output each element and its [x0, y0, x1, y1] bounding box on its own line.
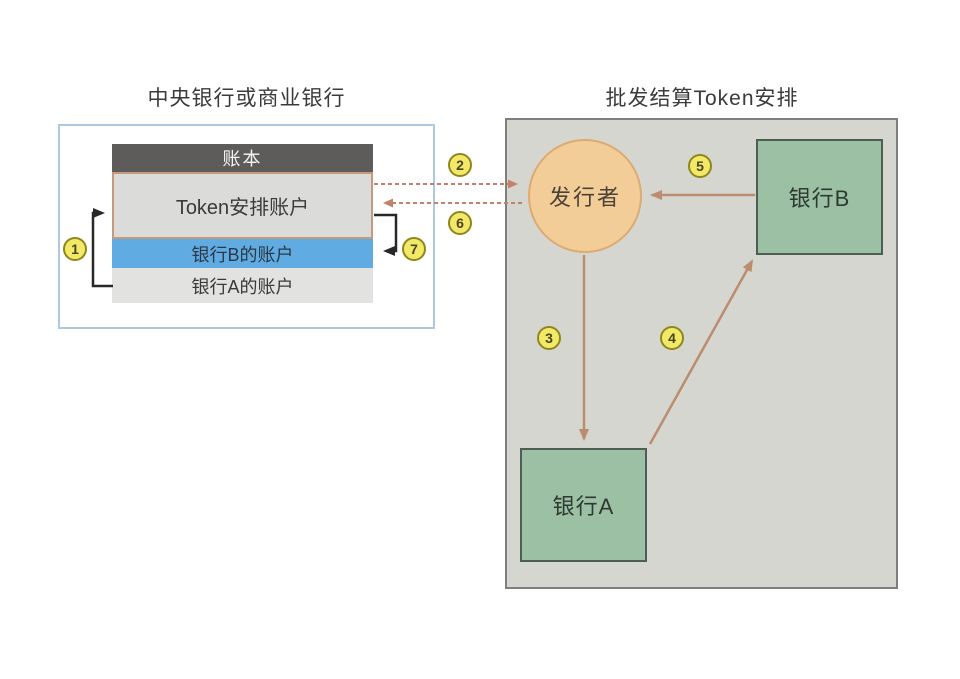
step-badge-7: 7 [402, 237, 426, 261]
token-account-row: Token安排账户 [112, 172, 373, 239]
step-badge-6: 6 [448, 211, 472, 235]
step-badge-4: 4 [660, 326, 684, 350]
ledger-header: 账本 [112, 144, 373, 172]
right-section-title: 批发结算Token安排 [605, 87, 799, 110]
step-badge-5: 5 [688, 154, 712, 178]
bank-b-account-row: 银行B的账户 [112, 239, 373, 268]
bank-a-node: 银行A [520, 448, 647, 562]
bank-a-account-row: 银行A的账户 [112, 268, 373, 303]
left-section-title: 中央银行或商业银行 [147, 87, 346, 110]
issuer-circle: 发行者 [528, 139, 642, 253]
bank-b-node: 银行B [756, 139, 883, 255]
step-badge-1: 1 [63, 237, 87, 261]
step-badge-3: 3 [537, 326, 561, 350]
step-badge-2: 2 [448, 153, 472, 177]
